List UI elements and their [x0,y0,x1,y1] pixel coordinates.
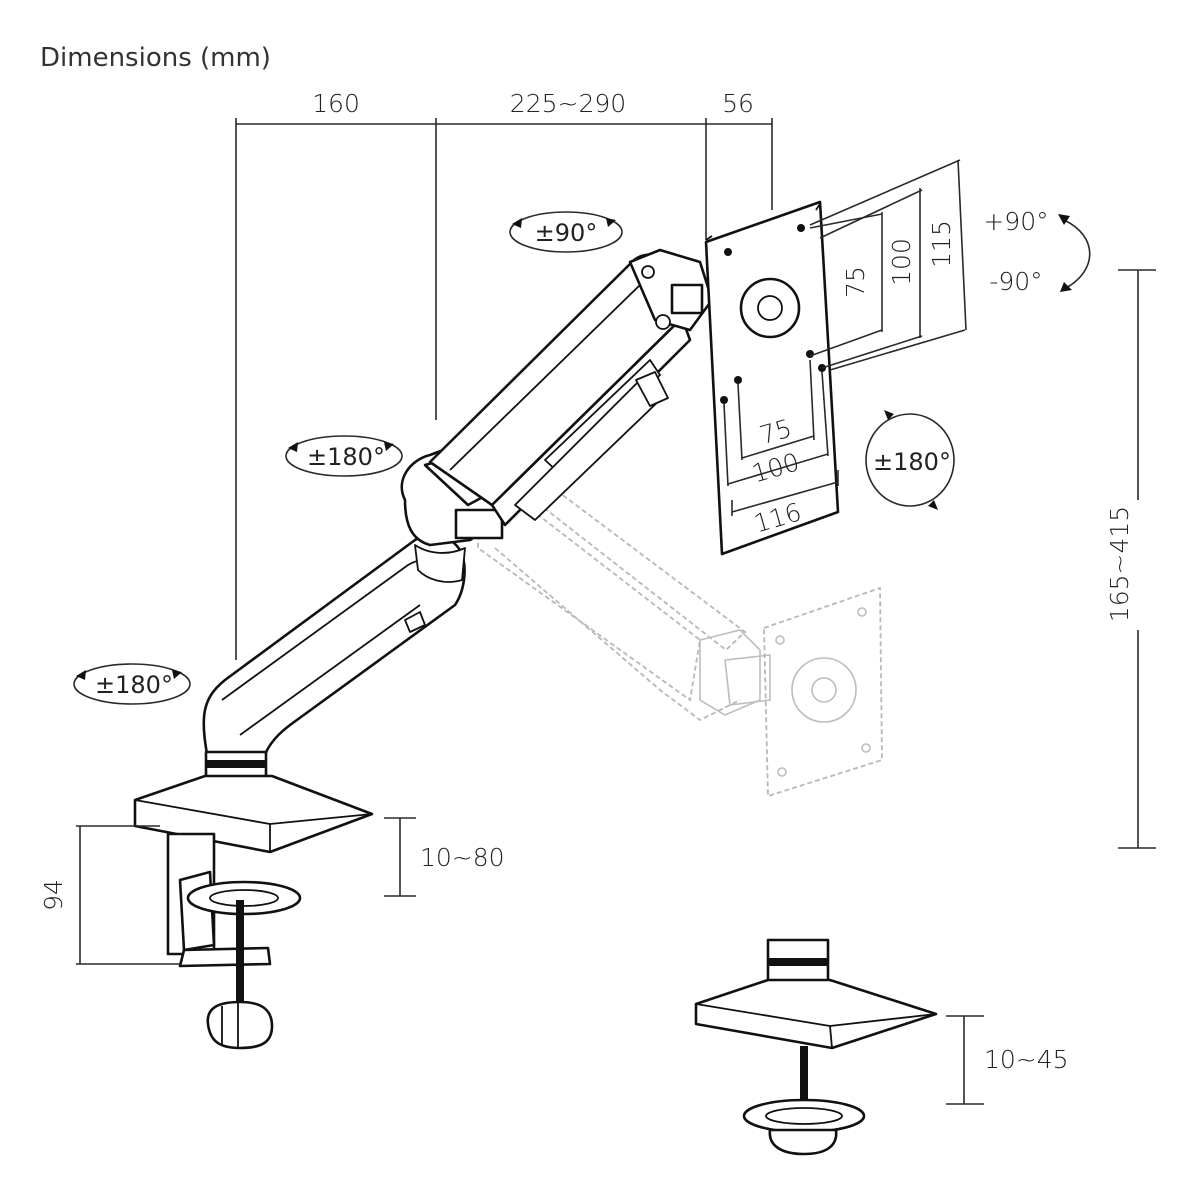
rotation-elbow-indicator [285,435,403,477]
dim-grommet-range: 10~45 [984,1045,1069,1074]
vesa-plate [704,200,840,556]
rot-elbow-label: ±180° [307,443,385,471]
tilt-head [628,248,714,332]
dim-arm-reach-2: 225~290 [510,89,626,118]
dim-height-range: 165~415 [1105,506,1134,622]
dim-clamp-range: 10~80 [420,843,505,872]
rot-tilt-up-label: +90° [983,207,1048,236]
top-dimension-lines [235,118,773,660]
rot-tilt-label: ±90° [535,219,598,247]
height-label-bg [1110,500,1140,630]
desk-clamp-assembly [133,750,374,1050]
rotation-plate-indicator [865,410,955,510]
diagram-title: Dimensions (mm) [40,43,271,73]
grommet-mount-assembly [694,938,938,1156]
rot-tilt-down-label: -90° [989,267,1042,296]
clamp-height-dim [76,825,180,965]
dim-vesa-v-75: 75 [841,266,870,298]
dim-arm-reach-1: 160 [312,89,360,118]
dim-vesa-v-115: 115 [927,220,956,268]
vesa-vertical-dims [809,159,967,371]
rot-plate-label: ±180° [873,448,951,476]
dim-vesa-v-100: 100 [887,238,916,286]
rot-base-label: ±180° [95,671,173,699]
dim-plate-offset: 56 [722,89,754,118]
rotation-tilt-indicator [509,211,623,253]
rotation-base-indicator [73,663,191,705]
tilt-up-down-indicator [1058,214,1091,292]
clamp-range-dim [384,817,416,897]
grommet-range-dim [946,1015,984,1105]
dim-clamp-height: 94 [39,879,68,911]
vesa-horizontal-dims [723,359,839,516]
